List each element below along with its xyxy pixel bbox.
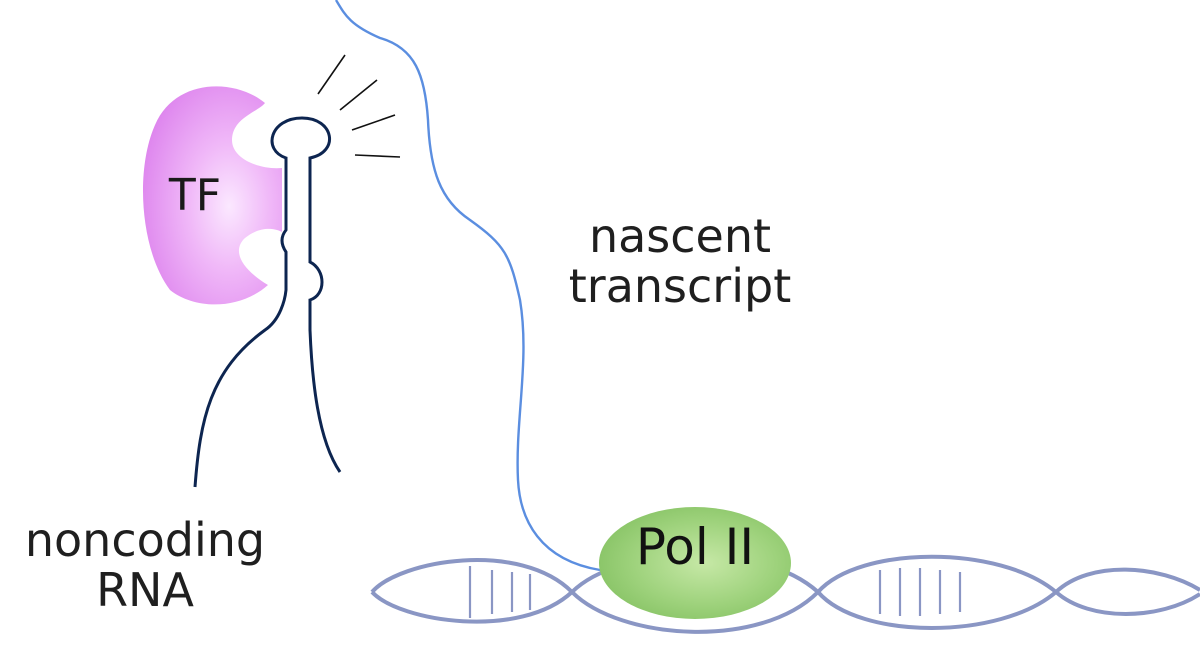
tf-protein	[143, 86, 282, 305]
noncoding-rna-label: noncoding RNA	[0, 513, 290, 617]
nascent-transcript-label-line2: transcript	[568, 258, 792, 313]
pol-ii-enzyme	[599, 507, 791, 619]
dna-strand-b	[370, 552, 1200, 630]
noncoding-rna-label-line2: RNA	[96, 562, 194, 617]
nascent-transcript-label: nascent transcript	[545, 209, 815, 313]
dna-double-helix	[370, 552, 1200, 634]
interaction-marks	[317, 54, 401, 158]
pol-ii-label: Pol II	[635, 518, 755, 576]
dna-strand-a	[370, 554, 1200, 634]
nascent-transcript-strand	[334, 0, 601, 572]
noncoding-rna-label-line1: noncoding	[24, 513, 266, 567]
tf-label: TF	[168, 170, 222, 221]
dna-base-pairs	[468, 566, 962, 618]
noncoding-rna-strand	[193, 116, 342, 488]
nascent-transcript-label-line1: nascent	[588, 209, 772, 263]
